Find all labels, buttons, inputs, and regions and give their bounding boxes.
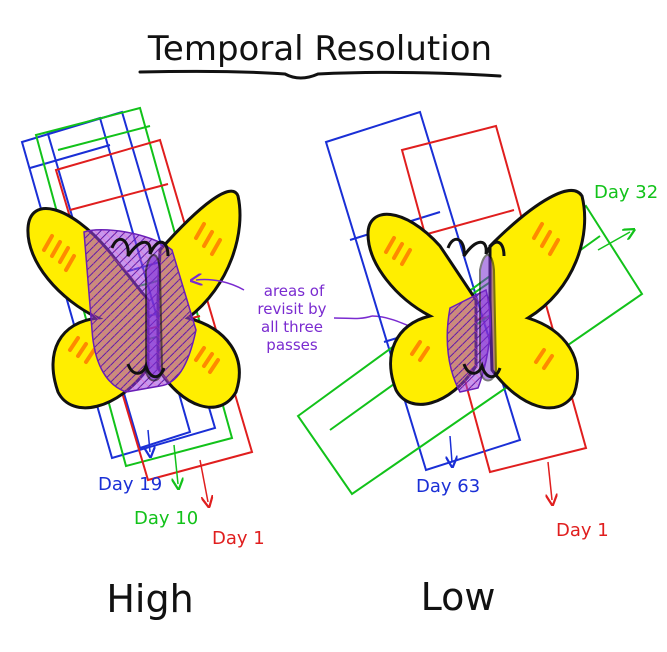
annotation-line-4: passes bbox=[266, 336, 318, 354]
high-label: High bbox=[106, 577, 193, 621]
high-day-10: Day 10 bbox=[134, 508, 198, 529]
annotation-line-3: all three bbox=[261, 318, 323, 336]
low-day-63: Day 63 bbox=[416, 476, 480, 497]
high-butterfly bbox=[26, 189, 242, 410]
low-day-32: Day 32 bbox=[594, 182, 658, 203]
low-panel: Day 32 Day 63 Day 1 Low bbox=[296, 110, 658, 619]
annotation-line-1: areas of bbox=[264, 282, 325, 300]
page-title: Temporal Resolution bbox=[147, 29, 492, 69]
title-underline bbox=[138, 69, 502, 80]
annotation-line-2: revisit by bbox=[257, 300, 326, 318]
high-overlap-area bbox=[83, 229, 197, 393]
low-day-1: Day 1 bbox=[556, 520, 609, 541]
low-butterfly bbox=[366, 189, 587, 410]
high-day-19: Day 19 bbox=[98, 474, 162, 495]
high-day-1: Day 1 bbox=[212, 528, 265, 549]
high-panel: Day 19 Day 10 Day 1 High bbox=[20, 106, 265, 621]
low-label: Low bbox=[421, 575, 496, 619]
